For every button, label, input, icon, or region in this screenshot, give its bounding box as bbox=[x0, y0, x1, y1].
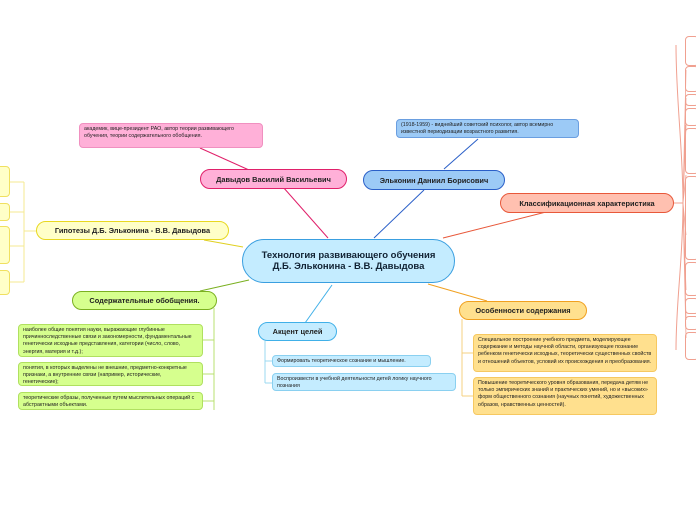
bracket-hypotheses bbox=[10, 181, 36, 283]
elkonin-title: Эльконин Даниил Борисович bbox=[379, 175, 489, 185]
link-content bbox=[427, 283, 488, 302]
hypotheses-stub[interactable] bbox=[0, 270, 10, 295]
classification-stub[interactable] bbox=[685, 66, 696, 92]
link-elkonin bbox=[373, 189, 425, 239]
bracket-classification bbox=[674, 44, 684, 351]
hypotheses-stub[interactable] bbox=[0, 226, 10, 264]
bracket-content bbox=[461, 319, 473, 397]
generalizations-title: Содержательные обобщения. bbox=[89, 296, 200, 305]
classification-stub[interactable] bbox=[685, 94, 696, 106]
generalizations-item-text: понятия, в которых выделены не внешние, … bbox=[23, 365, 187, 386]
classification-title: Классификационная характеристика bbox=[519, 198, 655, 208]
classification-stub[interactable] bbox=[685, 36, 696, 66]
classification-stub[interactable] bbox=[685, 262, 696, 296]
goals-item[interactable]: Формировать теоретическое сознание и мыш… bbox=[272, 355, 431, 367]
link-hypotheses bbox=[203, 239, 244, 248]
goals-title: Акцент целей bbox=[272, 327, 323, 336]
central-topic[interactable]: Технология развивающего обучения Д.Б. Эл… bbox=[242, 239, 455, 283]
elkonin-note[interactable]: (1918-1959) - виднейший советский психол… bbox=[396, 119, 579, 138]
content-item[interactable]: Повышение теоретического уровня образова… bbox=[473, 377, 657, 415]
generalizations-topic[interactable]: Содержательные обобщения. bbox=[72, 291, 217, 310]
hypotheses-topic[interactable]: Гипотезы Д.Б. Эльконина - В.В. Давыдова bbox=[36, 221, 229, 240]
link-elkonin-note bbox=[443, 138, 479, 170]
generalizations-item[interactable]: понятия, в которых выделены не внешние, … bbox=[18, 362, 203, 386]
goals-item-text: Формировать теоретическое сознание и мыш… bbox=[277, 358, 406, 364]
generalizations-item[interactable]: наиболее общие понятия науки, выражающие… bbox=[18, 324, 203, 357]
hypotheses-stub[interactable] bbox=[0, 203, 10, 221]
goals-item[interactable]: Воспроизвести в учебной деятельности дет… bbox=[272, 373, 456, 391]
classification-stub-lines bbox=[682, 69, 687, 339]
generalizations-item[interactable]: теоретические образы, полученные путем м… bbox=[18, 392, 203, 410]
classification-stub[interactable] bbox=[685, 332, 696, 360]
davydov-note-text: академик, вице-президент РАО, автор теор… bbox=[84, 126, 234, 140]
content-item-text: Повышение теоретического уровня образова… bbox=[478, 380, 649, 408]
content-title: Особенности содержания bbox=[475, 306, 571, 315]
hypotheses-title: Гипотезы Д.Б. Эльконина - В.В. Давыдова bbox=[54, 226, 211, 235]
goals-topic[interactable]: Акцент целей bbox=[258, 322, 337, 341]
classification-stub[interactable] bbox=[685, 176, 696, 260]
classification-stub[interactable] bbox=[685, 108, 696, 126]
link-davydov-note bbox=[199, 147, 250, 171]
content-topic[interactable]: Особенности содержания bbox=[459, 301, 587, 320]
davydov-title: Давыдов Василий Васильевич bbox=[216, 174, 331, 184]
classification-stub[interactable] bbox=[685, 316, 696, 330]
classification-topic[interactable]: Классификационная характеристика bbox=[500, 193, 674, 213]
generalizations-item-text: теоретические образы, полученные путем м… bbox=[23, 395, 195, 409]
hypotheses-stub[interactable] bbox=[0, 166, 10, 197]
classification-stub[interactable] bbox=[685, 298, 696, 314]
elkonin-topic[interactable]: Эльконин Даниил Борисович bbox=[363, 170, 505, 190]
link-davydov bbox=[282, 186, 329, 239]
goals-item-text: Воспроизвести в учебной деятельности дет… bbox=[277, 376, 432, 390]
davydov-topic[interactable]: Давыдов Василий Васильевич bbox=[200, 169, 347, 189]
link-goals bbox=[304, 284, 333, 324]
link-classification bbox=[442, 211, 547, 239]
bracket-generalizations bbox=[203, 308, 215, 410]
content-item[interactable]: Специальное построение учебного предмета… bbox=[473, 334, 657, 372]
bracket-goals bbox=[264, 341, 272, 384]
davydov-note[interactable]: академик, вице-президент РАО, автор теор… bbox=[79, 123, 263, 148]
link-generalizations bbox=[199, 279, 250, 292]
elkonin-note-text: (1918-1959) - виднейший советский психол… bbox=[401, 122, 554, 136]
content-item-text: Специальное построение учебного предмета… bbox=[478, 337, 652, 365]
central-topic-title: Технология развивающего обучения Д.Б. Эл… bbox=[261, 249, 436, 273]
classification-stub[interactable] bbox=[685, 128, 696, 174]
generalizations-item-text: наиболее общие понятия науки, выражающие… bbox=[23, 327, 192, 355]
